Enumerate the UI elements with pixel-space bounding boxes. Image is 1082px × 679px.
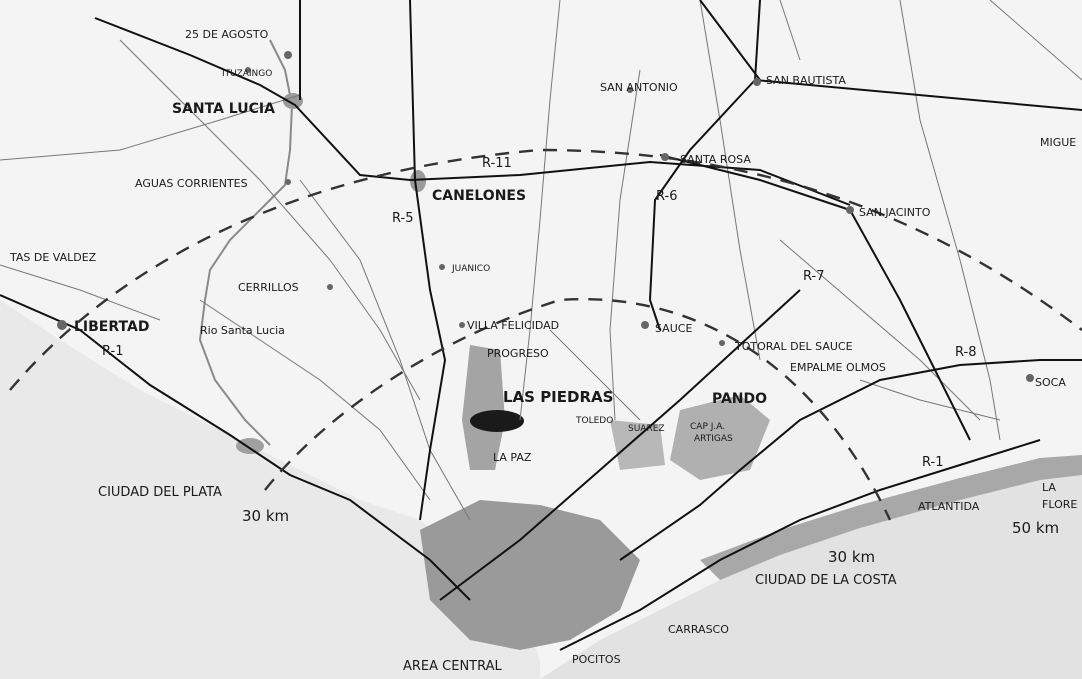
label-cap-ja-artigas-2: ARTIGAS xyxy=(694,434,733,444)
urban-santa-lucia xyxy=(283,93,303,109)
label-juanico: JUANICO xyxy=(451,264,490,274)
eastern-shoreline xyxy=(540,455,1082,679)
urban-ciudad-del-plata xyxy=(236,438,264,454)
label-pocitos: POCITOS xyxy=(572,653,621,666)
road-r5 xyxy=(409,0,447,521)
label-road-r1-east: R-1 xyxy=(922,455,943,470)
minor-roads xyxy=(0,0,1082,521)
label-ciudad-de-la-costa: CIUDAD DE LA COSTA xyxy=(755,573,897,588)
label-road-r6: R-6 xyxy=(656,189,677,204)
label-road-r1-west: R-1 xyxy=(102,344,123,359)
label-road-r11: R-11 xyxy=(482,156,512,171)
label-ituzaingo: ITUZAINGO xyxy=(222,69,272,79)
label-atlantida: ATLANTIDA xyxy=(918,500,980,513)
label-la-flore-2: FLORE xyxy=(1042,498,1077,511)
label-toledo: TOLEDO xyxy=(575,416,613,426)
label-totoral-del-sauce: TOTORAL DEL SAUCE xyxy=(734,340,853,353)
label-aguas-corrientes: AGUAS CORRIENTES xyxy=(135,177,248,190)
label-migue: MIGUE xyxy=(1040,136,1076,149)
label-cap-ja-artigas-1: CAP J.A. xyxy=(690,422,725,432)
town-markers xyxy=(57,51,1034,382)
road-r1-east xyxy=(559,439,1041,651)
label-empalme-olmos: EMPALME OLMOS xyxy=(790,361,886,374)
label-cerrillos: CERRILLOS xyxy=(238,281,299,294)
urban-montevideo xyxy=(420,500,640,650)
label-ciudad-del-plata: CIUDAD DEL PLATA xyxy=(98,485,222,500)
label-pando: PANDO xyxy=(712,391,767,407)
western-shoreline xyxy=(0,300,540,679)
road-r7 xyxy=(659,154,971,441)
label-santa-rosa: SANTA ROSA xyxy=(680,153,751,166)
label-libertad: LIBERTAD xyxy=(74,319,149,335)
label-san-bautista: SAN BAUTISTA xyxy=(766,74,846,87)
urban-pando xyxy=(670,395,770,480)
label-canelones: CANELONES xyxy=(432,188,526,204)
label-san-jacinto: SAN JACINTO xyxy=(859,206,931,219)
road-r1-west xyxy=(0,294,471,601)
label-suarez: SUAREZ xyxy=(628,424,665,434)
label-santa-lucia: SANTA LUCIA xyxy=(172,101,275,117)
label-villa-felicidad: VILLA FELICIDAD xyxy=(467,319,559,332)
label-25-de-agosto: 25 DE AGOSTO xyxy=(185,28,269,41)
label-sauce: SAUCE xyxy=(655,322,692,335)
urban-canelones xyxy=(410,170,426,192)
coastal-urban-strip xyxy=(700,455,1082,580)
label-distance-50km: 50 km xyxy=(1012,519,1059,537)
label-distance-30km-east: 30 km xyxy=(828,548,875,566)
landfill-marker xyxy=(470,410,524,432)
label-progreso: PROGRESO xyxy=(487,347,549,360)
urban-suarez xyxy=(610,420,665,470)
label-las-piedras: LAS PIEDRAS xyxy=(503,388,613,406)
label-carrasco: CARRASCO xyxy=(668,623,729,636)
label-area-central: AREA CENTRAL xyxy=(403,659,503,674)
road-r6 xyxy=(648,0,761,331)
road-r8 xyxy=(619,359,1082,561)
main-roads xyxy=(0,0,1082,651)
label-road-r8: R-8 xyxy=(955,345,976,360)
ring-30km xyxy=(264,297,892,521)
label-la-flore-1: LA xyxy=(1042,481,1056,494)
label-tas-de-valdez: TAS DE VALDEZ xyxy=(9,251,97,264)
label-san-antonio: SAN ANTONIO xyxy=(600,81,678,94)
label-soca: SOCA xyxy=(1035,376,1066,389)
label-distance-30km-west: 30 km xyxy=(242,507,289,525)
label-road-r5: R-5 xyxy=(392,211,413,226)
label-la-paz: LA PAZ xyxy=(493,451,532,464)
ring-50km xyxy=(9,148,1082,391)
urban-las-piedras xyxy=(462,345,505,470)
label-rio-santa-lucia: Rio Santa Lucia xyxy=(200,324,285,337)
label-road-r7: R-7 xyxy=(803,269,824,284)
